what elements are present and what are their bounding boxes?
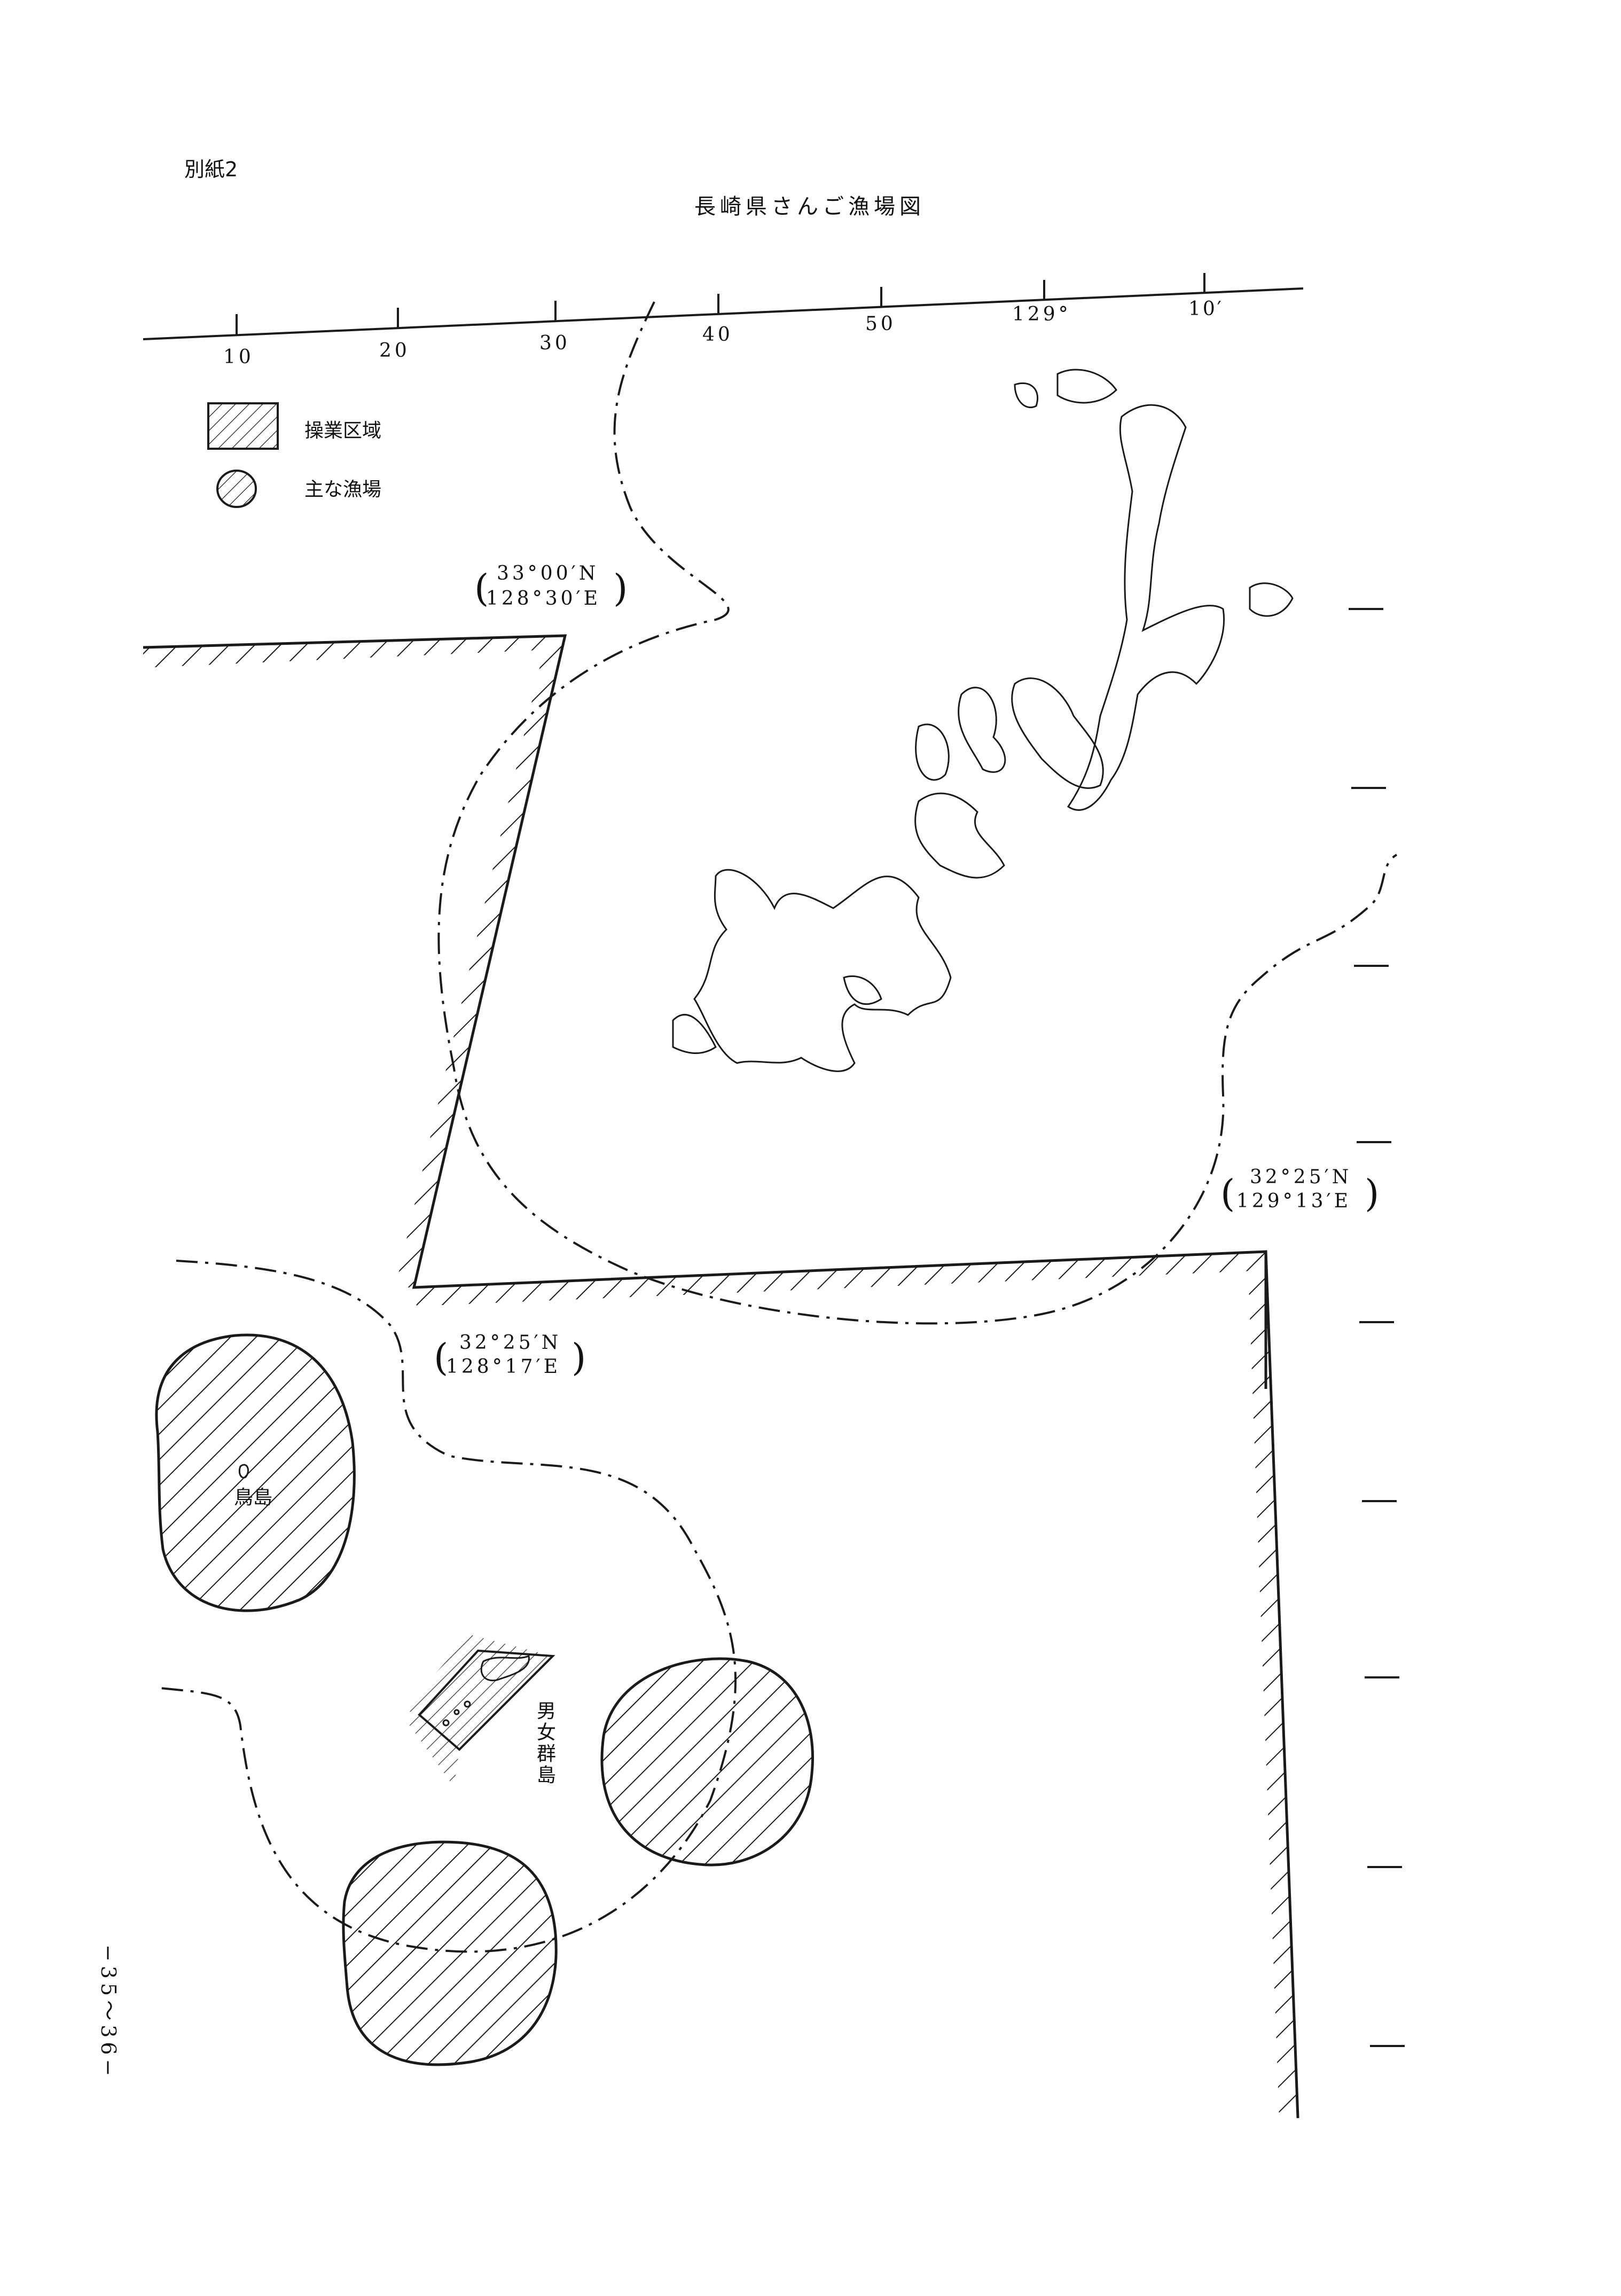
page-number: −35〜36−	[97, 1944, 120, 2080]
coord-paren-open: (	[434, 1336, 448, 1379]
coord-paren-close: )	[571, 1336, 586, 1379]
danjo-label-4: 島	[537, 1764, 556, 1786]
operating-area-a-hatch-top	[143, 636, 565, 668]
coordinate-label-1: ( 33°00′N 128°30′E )	[474, 563, 628, 610]
island-ojika	[1056, 369, 1117, 404]
coord-paren-open: (	[1220, 1172, 1235, 1215]
danjo-islet	[453, 1709, 460, 1715]
goto-islands	[672, 369, 1294, 1072]
longitude-scale: 10 20 30 40 50 129° 10′	[143, 273, 1304, 368]
scale-label-40: 40	[702, 324, 733, 346]
coordinate-label-2: ( 32°25′N 129°13′E )	[1220, 1166, 1379, 1215]
boundary-line-goto	[437, 301, 1398, 1325]
coord-2-lon: 129°13′E	[1236, 1190, 1351, 1212]
scale-label-50: 50	[865, 313, 896, 335]
torishima: 鳥島	[234, 1464, 272, 1509]
island-fukue	[693, 869, 952, 1072]
main-fishing-grounds	[155, 1333, 814, 2066]
right-margin-ticks	[1349, 608, 1405, 2047]
danjo-islet	[442, 1719, 450, 1727]
operating-area-a-hatch-bottom	[414, 1252, 1266, 1306]
danjo-label-3: 群	[537, 1743, 556, 1765]
fishing-ground-torishima	[155, 1333, 356, 1612]
island-north-chain	[958, 686, 1006, 773]
fishing-ground-danjo-south	[342, 1840, 558, 2066]
danjo-label-1: 男	[537, 1700, 556, 1722]
coord-1-lat: 33°00′N	[497, 563, 599, 584]
scale-label-20: 20	[379, 340, 410, 362]
scale-label-10min: 10′	[1188, 298, 1224, 320]
legend-fishing-ground-symbol	[216, 470, 257, 508]
legend-fishing-ground-label: 主な漁場	[304, 479, 381, 501]
island-mid-chain	[915, 723, 950, 781]
operating-area-a-hatch-left	[395, 636, 565, 1287]
danjo-islands: 男 女 群 島	[442, 1654, 556, 1786]
legend-operating-area-symbol	[207, 402, 279, 450]
fishing-ground-danjo-east	[600, 1657, 814, 1867]
island-kabashima	[843, 975, 882, 1005]
coord-1-lon: 128°30′E	[486, 588, 601, 610]
island-hisaka	[672, 1014, 717, 1055]
danjo-operating-area	[403, 1635, 561, 1787]
coord-paren-open: (	[474, 566, 489, 610]
island-wakamatsu	[1011, 677, 1104, 789]
map-title: 長崎県さんご漁場図	[694, 194, 925, 219]
coordinate-label-3: ( 32°25′N 128°17′E )	[434, 1332, 586, 1379]
coord-3-lat: 32°25′N	[459, 1332, 561, 1354]
island-naru	[914, 792, 1005, 879]
operating-area-b	[1248, 1251, 1299, 2119]
operating-area-b-hatch-right	[1248, 1252, 1298, 2118]
coord-3-lon: 128°17′E	[446, 1356, 561, 1378]
island-uku	[1014, 382, 1039, 408]
scale-label-30: 30	[539, 332, 570, 354]
danjo-island-main	[480, 1654, 530, 1682]
island-nakadori	[1067, 404, 1225, 811]
island-nozaki	[1249, 582, 1294, 617]
danjo-islet	[464, 1700, 471, 1708]
torishima-island	[238, 1464, 249, 1479]
danjo-operating-area-hatch	[403, 1635, 561, 1787]
coord-2-lat: 32°25′N	[1250, 1166, 1352, 1188]
legend-operating-area-label: 操業区域	[304, 420, 381, 442]
attachment-label: 別紙2	[184, 158, 238, 181]
legend: 操業区域 主な漁場	[207, 402, 381, 508]
coord-paren-close: )	[613, 566, 628, 610]
scale-label-10: 10	[223, 346, 254, 368]
coord-paren-close: )	[1365, 1172, 1379, 1215]
scale-label-129: 129°	[1012, 303, 1071, 325]
scale-line	[143, 287, 1304, 340]
torishima-label: 鳥島	[234, 1487, 272, 1509]
danjo-label-2: 女	[537, 1722, 556, 1744]
